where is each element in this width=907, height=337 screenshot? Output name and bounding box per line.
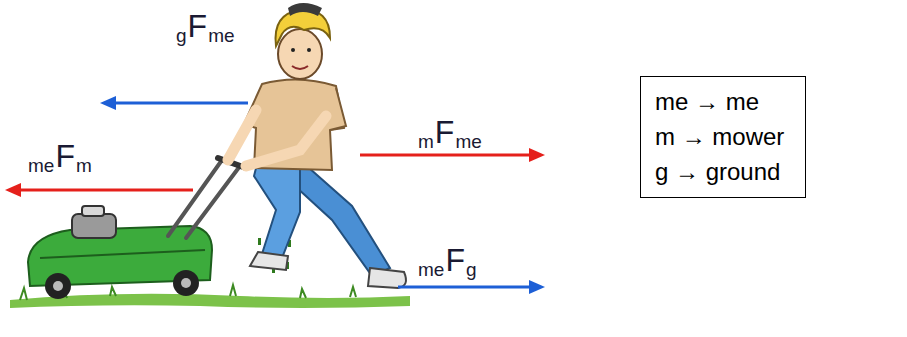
force-symbol: F bbox=[55, 140, 75, 172]
force-symbol: F bbox=[188, 10, 208, 42]
key-line: g → ground bbox=[655, 155, 791, 190]
force-subscript: me bbox=[28, 156, 54, 175]
force-arrow bbox=[398, 286, 531, 289]
person bbox=[254, 160, 300, 258]
lawn-mower bbox=[28, 158, 246, 299]
force-arrow bbox=[360, 148, 545, 162]
person bbox=[330, 88, 346, 130]
lawn-mower bbox=[40, 250, 205, 258]
person bbox=[288, 3, 322, 16]
force-arrow bbox=[360, 154, 531, 157]
person bbox=[228, 3, 406, 288]
force-arrow bbox=[5, 183, 21, 197]
force-subscript: g bbox=[466, 260, 477, 279]
key-line: me → me bbox=[655, 85, 791, 120]
force-symbol: F bbox=[445, 244, 465, 276]
force-arrow bbox=[18, 189, 193, 192]
force-subscript: me bbox=[455, 132, 481, 151]
force-subscript: me bbox=[418, 260, 444, 279]
lawn-mower bbox=[173, 270, 199, 296]
person bbox=[228, 110, 256, 160]
force-subscript: m bbox=[76, 156, 92, 175]
lawn-mower bbox=[82, 206, 104, 216]
person bbox=[250, 252, 288, 270]
force-arrow bbox=[100, 96, 248, 110]
force-arrow bbox=[398, 280, 545, 294]
key-line: m → mower bbox=[655, 120, 791, 155]
force-subscript: g bbox=[176, 26, 187, 45]
force-arrow bbox=[112, 102, 248, 105]
person bbox=[278, 29, 322, 79]
legend-box: me → mem → mowerg → ground bbox=[640, 76, 806, 198]
force-arrow bbox=[100, 96, 116, 110]
person bbox=[292, 66, 308, 69]
person bbox=[276, 10, 331, 46]
force-subscript: m bbox=[418, 132, 434, 151]
person bbox=[307, 48, 311, 52]
force-symbol: F bbox=[435, 116, 455, 148]
person bbox=[246, 116, 326, 166]
lawn-mower bbox=[168, 160, 240, 238]
force-arrow bbox=[529, 148, 545, 162]
person bbox=[291, 48, 295, 52]
lawn-mower bbox=[72, 214, 116, 238]
person bbox=[244, 79, 344, 170]
grass-clippings bbox=[258, 238, 261, 245]
lawn-mower bbox=[181, 278, 191, 288]
lawn-mower bbox=[45, 273, 71, 299]
force-arrow bbox=[5, 183, 193, 197]
lawn-mower bbox=[53, 281, 63, 291]
person bbox=[368, 268, 406, 288]
force-subscript: me bbox=[208, 26, 234, 45]
force-arrow bbox=[529, 280, 545, 294]
